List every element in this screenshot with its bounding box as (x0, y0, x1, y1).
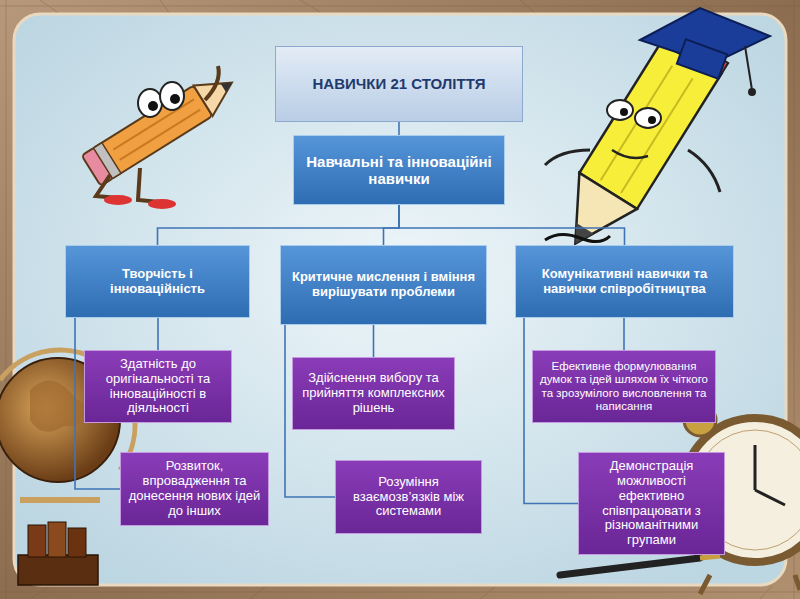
connector-line (158, 205, 400, 245)
text-wrap: Демонстрація можливості ефективно співпр… (586, 459, 717, 549)
connector-line (398, 122, 400, 135)
box-label: НАВИЧКИ 21 СТОЛІТТЯ (313, 75, 486, 92)
skill-box: Розвиток, впровадження та донесення нови… (120, 452, 269, 526)
connector-line (384, 205, 400, 245)
skill-box: Ефективне формулювання думок та ідей шля… (532, 350, 716, 423)
text-wrap: Комунікативні навички та навички співроб… (523, 267, 726, 297)
skill-box: Демонстрація можливості ефективно співпр… (578, 452, 725, 555)
text-wrap: Здатність до оригінальності та інновацій… (92, 357, 224, 417)
box-label: Здатність до оригінальності та інновацій… (92, 357, 224, 417)
skill-box: Здійснення вибору та прийняття комплексн… (292, 357, 455, 430)
skill-box: Здатність до оригінальності та інновацій… (84, 350, 232, 423)
skill-box: Розуміння взаємозв’язків між системами (335, 460, 482, 534)
box-label: Ефективне формулювання думок та ідей шля… (540, 360, 708, 413)
category-box: Критичне мислення і вміння вирішувати пр… (280, 245, 487, 325)
text-wrap: Розуміння взаємозв’язків між системами (343, 475, 474, 520)
connector-line (373, 325, 375, 357)
category-box: Комунікативні навички та навички співроб… (515, 245, 734, 318)
text-wrap: Критичне мислення і вміння вирішувати пр… (288, 270, 479, 300)
main-box: Навчальні та інноваційні навички (293, 135, 505, 205)
text-wrap: Ефективне формулювання думок та ідей шля… (540, 360, 708, 413)
text-wrap: Навчальні та інноваційні навички (301, 153, 497, 188)
box-label: Розвиток, впровадження та донесення нови… (128, 459, 261, 519)
panel (14, 14, 786, 585)
box-label: Комунікативні навички та навички співроб… (523, 267, 726, 297)
cartoon-pencil (82, 66, 242, 209)
text-wrap: НАВИЧКИ 21 СТОЛІТТЯ (313, 75, 486, 92)
box-label: Розуміння взаємозв’язків між системами (343, 475, 474, 520)
connector-line (157, 318, 159, 350)
box-label: Здійснення вибору та прийняття комплексн… (300, 371, 447, 416)
category-box: Творчість і інноваційність (65, 245, 250, 318)
text-wrap: Творчість і інноваційність (73, 267, 242, 297)
box-label: Демонстрація можливості ефективно співпр… (586, 459, 717, 549)
text-wrap: Розвиток, впровадження та донесення нови… (128, 459, 261, 519)
pen-illustration (560, 556, 720, 575)
cartoon-pencil (545, 8, 770, 261)
box-label: Творчість і інноваційність (73, 267, 242, 297)
connector-line (623, 318, 625, 350)
text-wrap: Здійснення вибору та прийняття комплексн… (300, 371, 447, 416)
box-label: Навчальні та інноваційні навички (301, 153, 497, 188)
box-label: Критичне мислення і вміння вирішувати пр… (288, 270, 479, 300)
connector-line (399, 205, 625, 245)
title-box: НАВИЧКИ 21 СТОЛІТТЯ (275, 46, 523, 122)
